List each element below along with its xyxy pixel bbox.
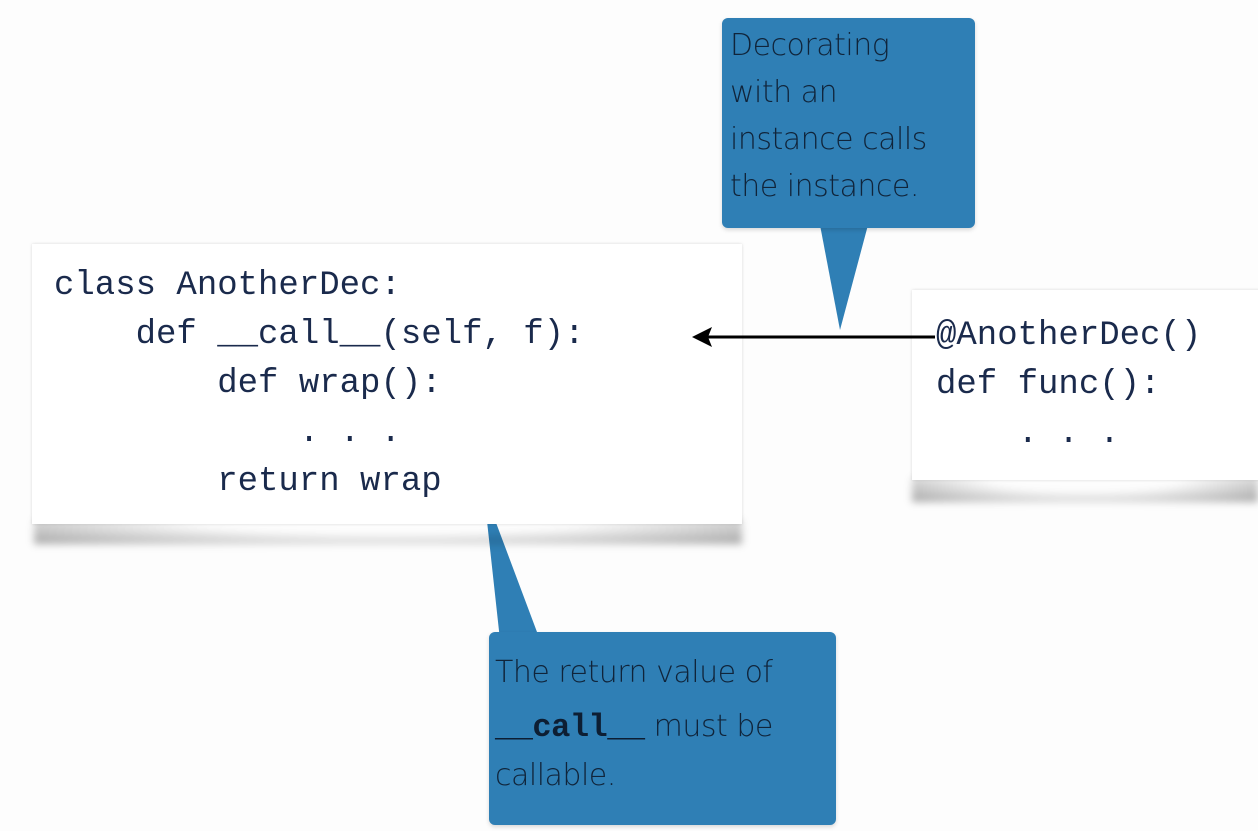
callout-line: The return value of (495, 655, 773, 690)
callout-line: __call__ must be (495, 700, 773, 755)
class-code-card: class AnotherDec: def __call__(self, f):… (32, 244, 742, 524)
usage-code-card: @AnotherDec() def func(): . . . (912, 290, 1258, 480)
code-line: return wrap (54, 463, 442, 501)
callout-line: Decorating (730, 28, 890, 63)
callout-bottom-text: The return value of __call__ must be cal… (495, 646, 773, 803)
callout-line: callable. (495, 758, 616, 793)
code-line: def wrap(): (54, 365, 442, 403)
callout-text-rest: must be (644, 709, 774, 744)
class-card-shadow (34, 520, 742, 544)
code-line: def __call__(self, f): (54, 316, 585, 354)
code-line: @AnotherDec() (936, 317, 1202, 355)
callout-line: with an (730, 75, 838, 110)
callout-top-pointer (820, 225, 868, 330)
callout-bottom: The return value of __call__ must be cal… (489, 632, 836, 825)
call-code-word: __call__ (495, 709, 645, 746)
code-line: . . . (54, 414, 401, 452)
callout-line: instance calls (730, 122, 927, 157)
callout-top: Decorating with an instance calls the in… (722, 18, 975, 228)
arrow-head-icon (692, 327, 712, 347)
code-line: . . . (936, 415, 1120, 453)
code-line: def func(): (936, 366, 1161, 404)
callout-line: the instance. (730, 169, 919, 204)
code-line: class AnotherDec: (54, 267, 401, 305)
usage-card-shadow (912, 478, 1258, 502)
usage-code-block: @AnotherDec() def func(): . . . (936, 312, 1201, 459)
callout-top-text: Decorating with an instance calls the in… (730, 22, 927, 210)
class-code-block: class AnotherDec: def __call__(self, f):… (54, 262, 585, 507)
callout-bottom-pointer (486, 512, 540, 640)
